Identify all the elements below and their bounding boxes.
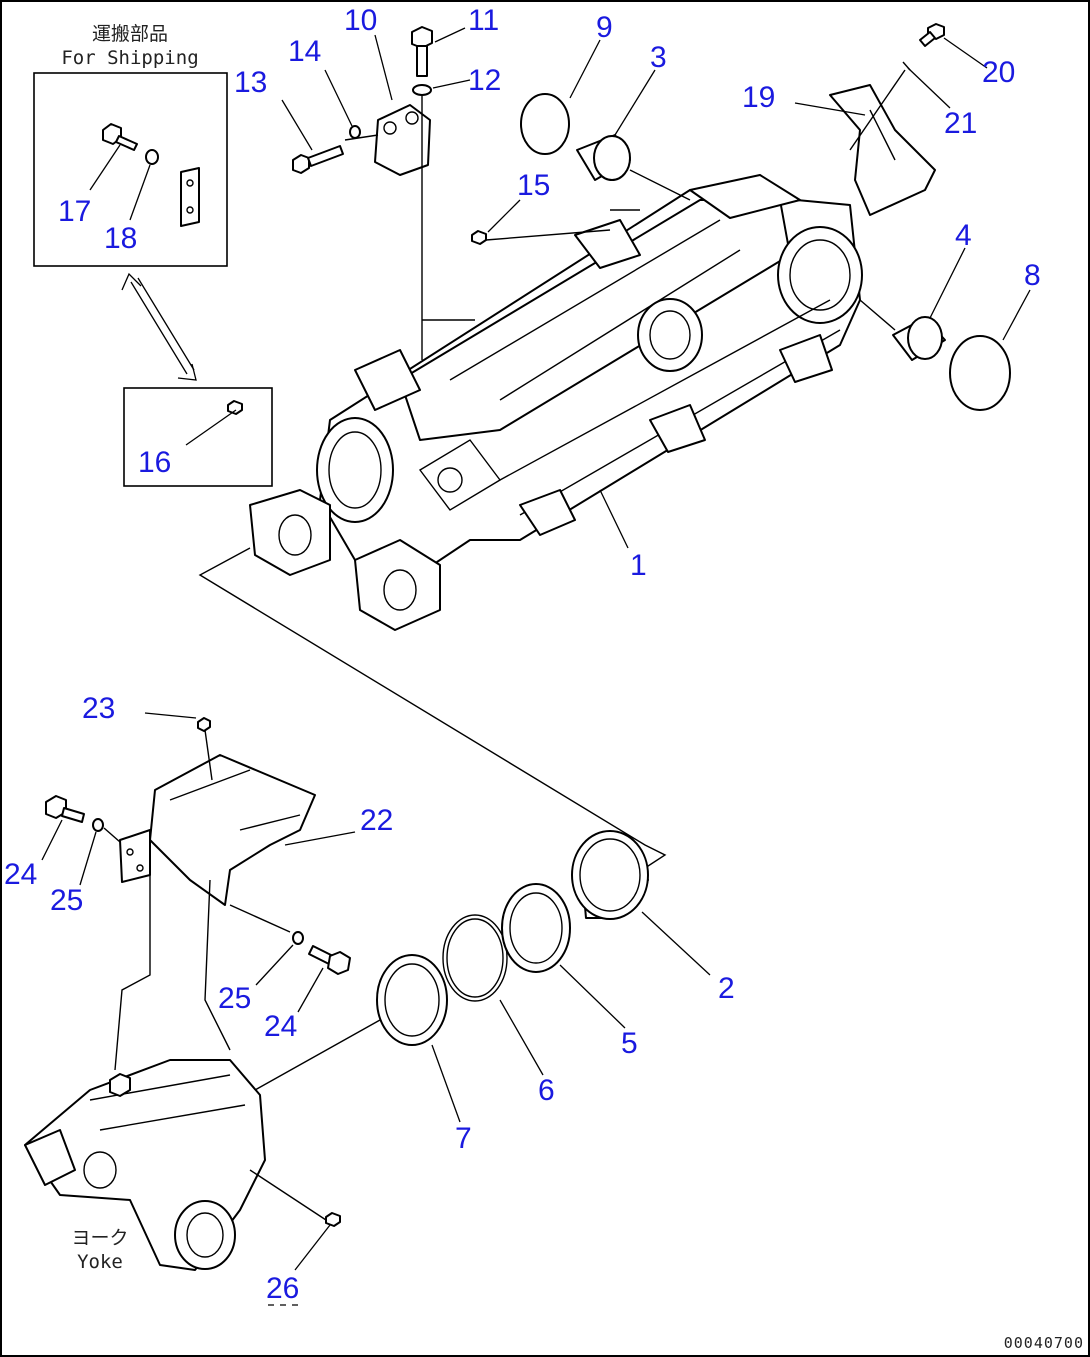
- bolt-23: [197, 717, 211, 732]
- callout-25b: 25: [218, 982, 251, 1015]
- bolt-11: [411, 26, 433, 77]
- shipping-plate: [180, 167, 200, 227]
- callout-7: 7: [455, 1122, 472, 1155]
- callout-21: 21: [944, 107, 977, 140]
- washer-25a: [92, 818, 104, 832]
- callout-3: 3: [650, 41, 667, 74]
- callout-8: 8: [1024, 259, 1041, 292]
- shipping-note-japanese: 運搬部品: [92, 23, 168, 45]
- callout-9: 9: [596, 11, 613, 44]
- callout-16: 16: [138, 446, 171, 479]
- bolt-13: [292, 145, 344, 174]
- callout-18: 18: [104, 222, 137, 255]
- callouts: 1 2 3 4 5 6 7 8 9 10 11 12 13 14 15 16 1…: [4, 4, 1041, 1305]
- callout-19: 19: [742, 81, 775, 114]
- callout-14: 14: [288, 35, 321, 68]
- callout-15: 15: [517, 169, 550, 202]
- shipping-inset-parts: [89, 123, 200, 227]
- washer-14: [349, 125, 361, 139]
- washer-25b: [292, 931, 304, 945]
- callout-4: 4: [955, 219, 972, 252]
- cover-22: [119, 754, 316, 906]
- callout-23: 23: [82, 692, 115, 725]
- plug-inset-box: [123, 387, 273, 487]
- callout-24b: 24: [264, 1010, 297, 1043]
- bolt-20: [919, 23, 945, 47]
- assembly-guide-line: [198, 547, 667, 869]
- cover-19: [829, 84, 936, 216]
- differential-yoke-housing: [24, 1059, 266, 1271]
- sleeve-2: [571, 830, 649, 920]
- axle-housing: [249, 174, 863, 631]
- plug-16: [227, 400, 243, 415]
- callout-22: 22: [360, 804, 393, 837]
- shipping-note-english: For Shipping: [61, 47, 198, 69]
- callout-6: 6: [538, 1074, 555, 1107]
- shipping-note: 運搬部品 For Shipping: [61, 23, 198, 69]
- yoke-note-japanese: ヨーク: [71, 1227, 128, 1249]
- shipping-inset-box: [33, 72, 228, 267]
- washer-12: [412, 84, 432, 96]
- seal-ring-5: [501, 883, 571, 973]
- callout-26: 26: [266, 1272, 299, 1305]
- bolt-24b: [308, 945, 351, 975]
- yoke-guide-right: [204, 879, 231, 1051]
- bracket-10: [374, 104, 431, 176]
- yoke-note: ヨーク Yoke: [71, 1227, 128, 1273]
- figure-number: 00040700: [1004, 1334, 1084, 1352]
- washer-18: [145, 149, 159, 165]
- bushing-4: [892, 316, 946, 361]
- yoke-note-english: Yoke: [77, 1251, 123, 1273]
- trunnion-right: [354, 539, 441, 631]
- callout-12: 12: [468, 64, 501, 97]
- mount-pad-left: [354, 349, 421, 411]
- plug-26: [325, 1212, 341, 1227]
- leader-lines: [41, 27, 1031, 1271]
- trunnion-left: [249, 489, 331, 576]
- housing-center-port: [637, 298, 703, 372]
- bolt-24a: [45, 795, 85, 823]
- callout-5: 5: [621, 1027, 638, 1060]
- callout-25a: 25: [50, 884, 83, 917]
- seal-ring-7: [376, 954, 448, 1046]
- plug-15: [471, 230, 487, 245]
- callout-17: 17: [58, 195, 91, 228]
- snap-ring-6: [442, 914, 508, 1002]
- o-ring-9: [520, 93, 570, 155]
- bushing-3: [576, 134, 631, 181]
- callout-13: 13: [234, 66, 267, 99]
- callout-1: 1: [630, 549, 647, 582]
- relation-arrow: [121, 272, 197, 381]
- o-ring-8: [949, 335, 1011, 411]
- yoke-guide-left: [114, 870, 151, 1071]
- callout-10: 10: [344, 4, 377, 37]
- mount-pad-right: [689, 174, 801, 219]
- callout-11: 11: [468, 4, 499, 37]
- callout-20: 20: [982, 56, 1015, 89]
- callout-24a: 24: [4, 858, 37, 891]
- callout-2: 2: [718, 972, 735, 1005]
